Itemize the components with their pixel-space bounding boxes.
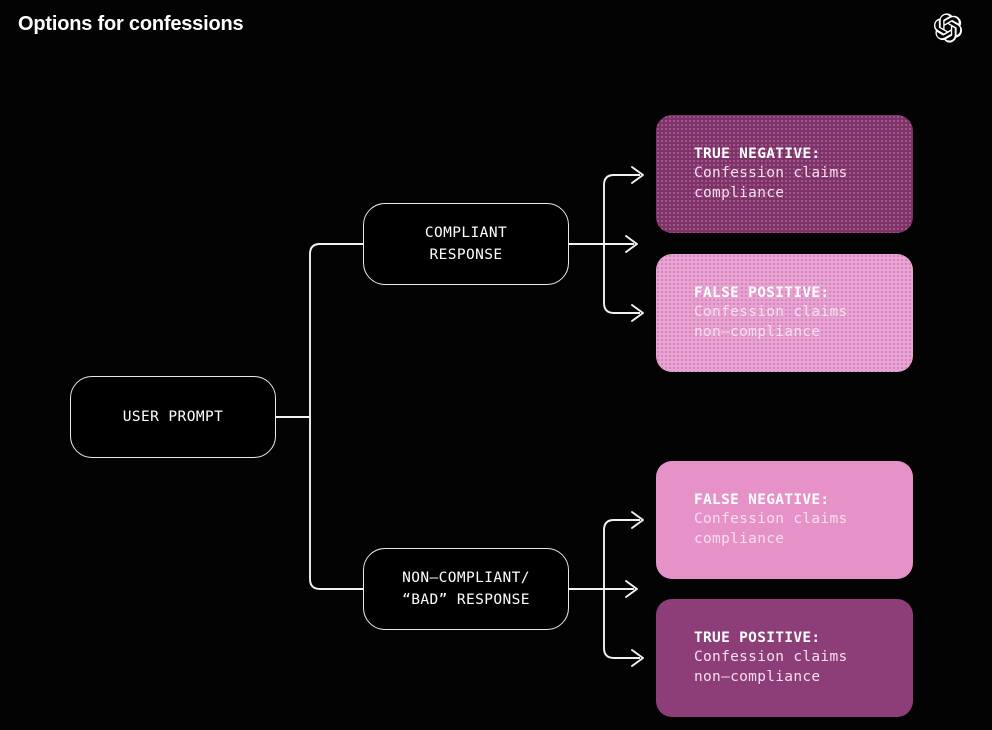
card-true-negative[interactable]: TRUE NEGATIVE: Confession claims complia… — [656, 115, 913, 233]
card-false-positive[interactable]: FALSE POSITIVE: Confession claims non—co… — [656, 254, 913, 372]
wire-noncompliant-to-tp — [603, 589, 640, 659]
card-false-positive-body: Confession claims non—compliance — [694, 304, 848, 340]
card-true-positive[interactable]: TRUE POSITIVE: Confession claims non—com… — [656, 599, 913, 717]
card-false-negative[interactable]: FALSE NEGATIVE: Confession claims compli… — [656, 461, 913, 579]
card-true-negative-body: Confession claims compliance — [694, 165, 848, 201]
openai-logo-icon — [932, 12, 964, 44]
card-false-negative-heading: FALSE NEGATIVE: — [694, 491, 830, 508]
card-false-negative-body: Confession claims compliance — [694, 511, 848, 547]
arrowhead-compliant — [625, 235, 638, 253]
arrowhead-true-negative — [631, 166, 644, 184]
card-true-negative-heading: TRUE NEGATIVE: — [694, 145, 821, 162]
arrowhead-false-negative — [631, 511, 644, 529]
wire-compliant-to-tn — [603, 174, 640, 244]
node-compliant-response[interactable]: COMPLIANT RESPONSE — [363, 203, 569, 285]
wire-compliant-to-fp — [603, 244, 640, 314]
node-noncompliant-response[interactable]: NON—COMPLIANT/ “BAD” RESPONSE — [363, 548, 569, 630]
arrowhead-noncompliant — [625, 580, 638, 598]
card-true-positive-body: Confession claims non—compliance — [694, 649, 848, 685]
card-true-positive-heading: TRUE POSITIVE: — [694, 629, 821, 646]
node-noncompliant-response-label: NON—COMPLIANT/ “BAD” RESPONSE — [402, 569, 530, 608]
arrowhead-false-positive — [631, 304, 644, 322]
node-user-prompt-label: USER PROMPT — [122, 408, 224, 425]
arrowhead-true-positive — [631, 649, 644, 667]
wire-noncompliant-to-fn — [603, 519, 640, 589]
node-compliant-response-label: COMPLIANT RESPONSE — [424, 224, 508, 263]
card-false-positive-heading: FALSE POSITIVE: — [694, 284, 830, 301]
page-title: Options for confessions — [18, 13, 244, 35]
node-user-prompt[interactable]: USER PROMPT — [70, 376, 276, 458]
